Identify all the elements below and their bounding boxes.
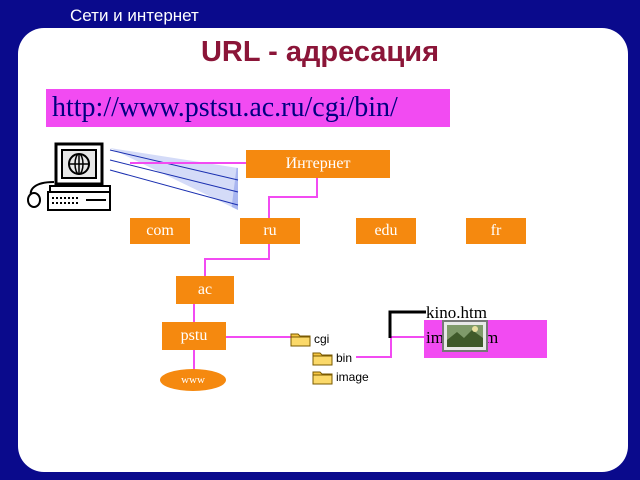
link-pstu-cgi	[226, 336, 292, 338]
link-bin-files	[356, 356, 390, 358]
header-title: Сети и интернет	[70, 6, 199, 25]
node-ac: ac	[176, 276, 234, 304]
link-pstu-www	[193, 350, 195, 370]
url-example: http://www.pstsu.ac.ru/cgi/bin/	[46, 89, 450, 127]
link-ru-horizontal	[204, 258, 270, 260]
node-internet: Интернет	[246, 150, 390, 178]
link-internet-horizontal	[268, 196, 318, 198]
link-ac-pstu	[193, 304, 195, 322]
node-edu: edu	[356, 218, 416, 244]
link-files-vertical	[390, 336, 392, 358]
folder-bin-icon	[312, 352, 333, 366]
link-files-horizontal	[390, 336, 426, 338]
link-computer-internet	[130, 162, 246, 164]
folder-bin-label: bin	[336, 351, 353, 365]
node-ru: ru	[240, 218, 300, 244]
file-kino: kino.htm	[426, 303, 487, 322]
folder-cgi-label: cgi	[314, 332, 330, 346]
link-ru-down	[268, 244, 270, 258]
link-to-ac	[204, 258, 206, 276]
folder-cgi-icon	[290, 333, 311, 347]
picture-icon	[442, 320, 488, 352]
node-pstu: pstu	[162, 322, 226, 350]
computer-icon	[27, 142, 111, 211]
slide-title: URL - адресация	[200, 36, 440, 68]
file-bracket	[388, 310, 426, 338]
folder-image-icon	[312, 371, 333, 385]
node-fr: fr	[466, 218, 526, 244]
link-to-ru	[268, 196, 270, 218]
folder-image-label: image	[336, 370, 369, 384]
node-www: www	[160, 369, 226, 391]
link-internet-down	[316, 178, 318, 196]
node-com: com	[130, 218, 190, 244]
